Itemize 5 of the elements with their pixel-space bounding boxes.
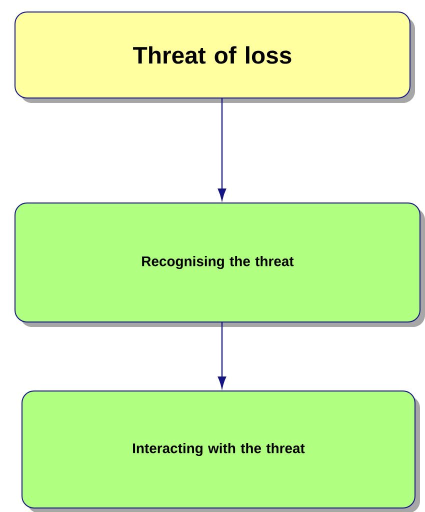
arrow <box>218 98 226 200</box>
process-box: Interacting with the threat <box>22 390 420 512</box>
arrow <box>218 322 226 388</box>
title-box: Threat of loss <box>14 12 415 103</box>
process-box: Recognising the threat <box>14 202 425 327</box>
